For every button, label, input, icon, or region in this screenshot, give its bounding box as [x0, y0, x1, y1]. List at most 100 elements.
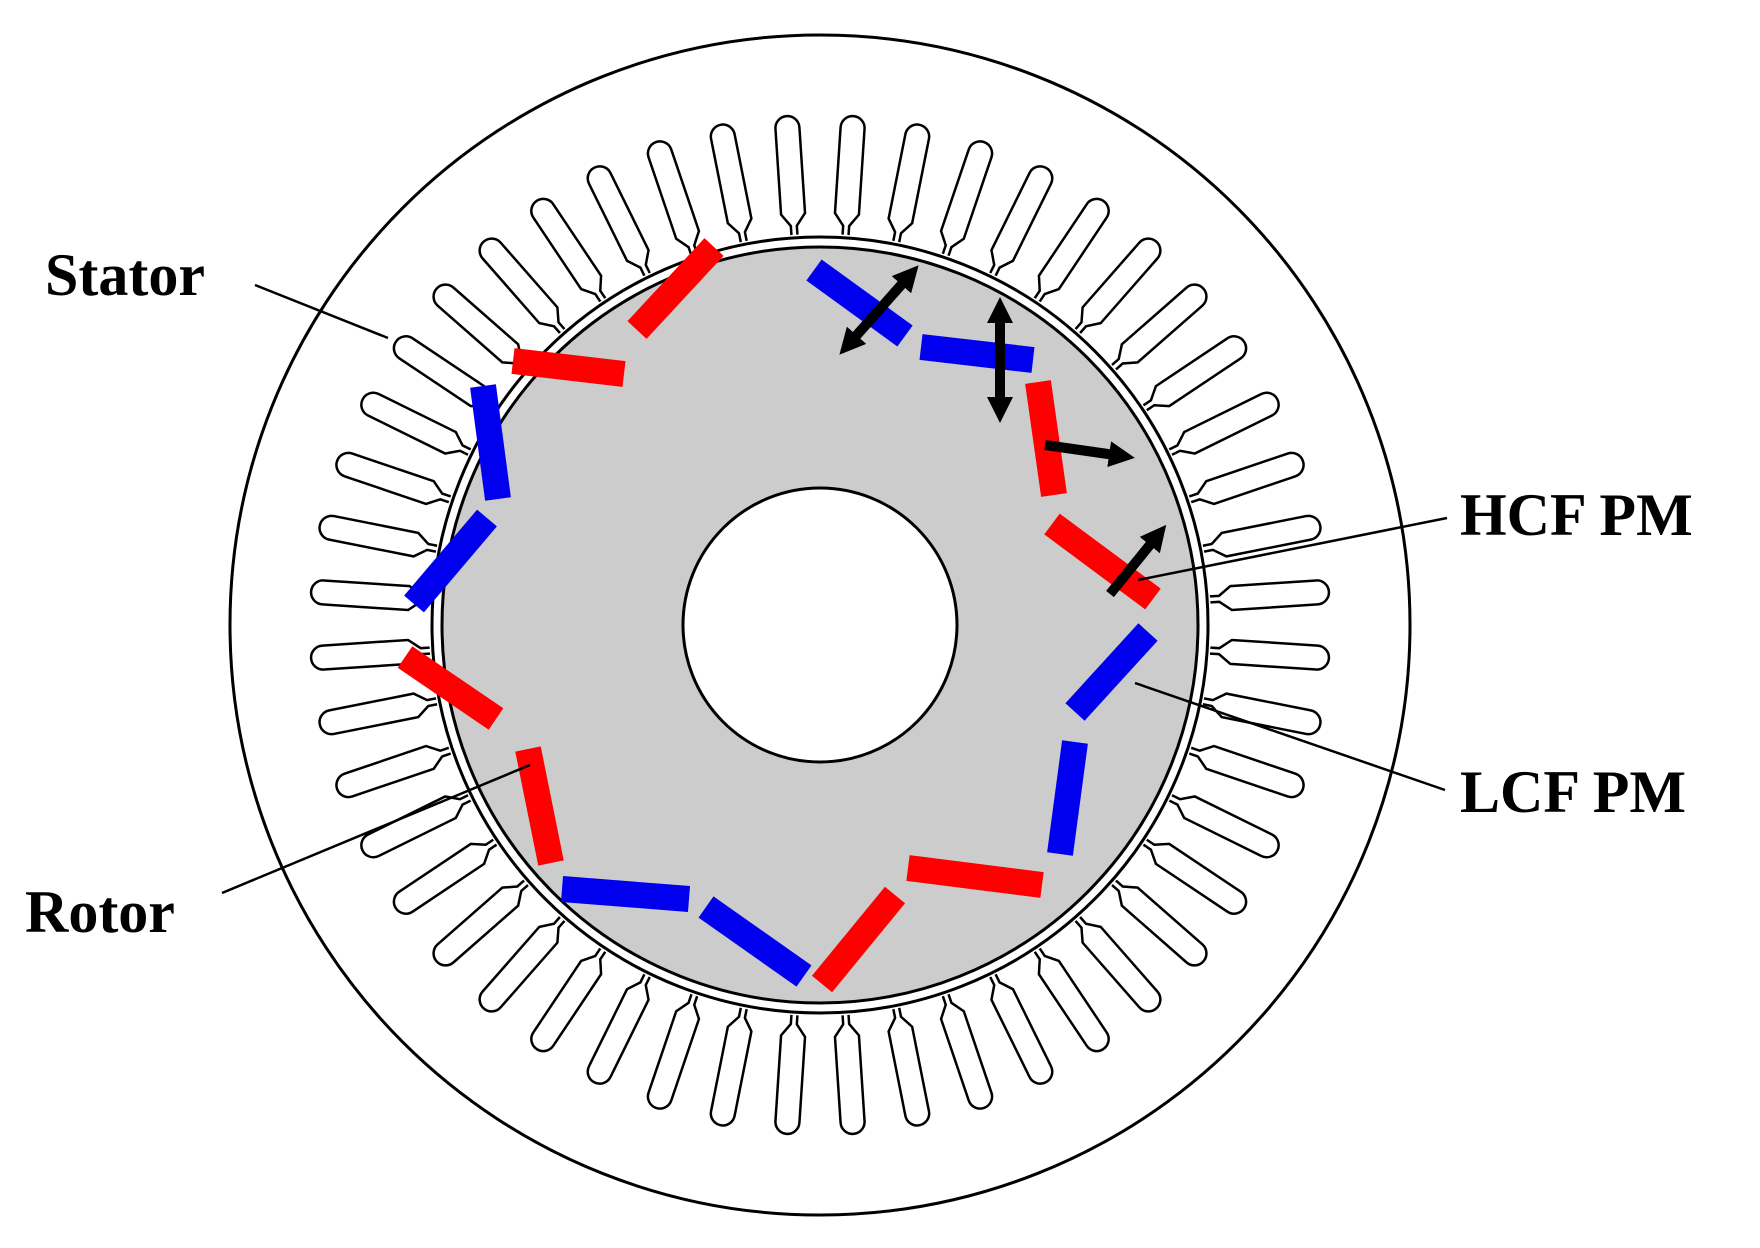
lcf-pm-magnet	[404, 509, 497, 613]
stator-slot-outline	[530, 947, 607, 1053]
stator-slot	[709, 123, 753, 243]
stator-slot	[432, 283, 529, 371]
stator-slot-outline	[478, 237, 566, 334]
hcf-pm-magnet	[906, 855, 1044, 898]
stator-slot	[887, 123, 931, 243]
stator-slot-outline	[360, 794, 472, 859]
stator-slot-outline	[989, 973, 1054, 1085]
stator-slot-outline	[1168, 391, 1280, 456]
stator-slot	[1188, 451, 1305, 506]
stator-slot	[360, 391, 472, 456]
stator-slot-outline	[1188, 744, 1305, 799]
lcf-pm-label: LCF PM	[1460, 759, 1686, 825]
stator-slot	[1033, 947, 1110, 1053]
stator-slot	[833, 1014, 866, 1136]
stator-slot-outline	[1202, 692, 1322, 736]
stator-slot-outline	[335, 451, 452, 506]
stator-slot	[586, 165, 651, 277]
stator-slot	[530, 947, 607, 1053]
stator-slot	[318, 692, 438, 736]
stator-slot	[709, 1007, 753, 1127]
hcf-pm-magnet	[397, 646, 504, 730]
stator-slot-outline	[1033, 947, 1110, 1053]
stator-slot-outline	[989, 165, 1054, 277]
stator-slot-outline	[709, 1007, 753, 1127]
lcf-pm-magnet	[1065, 623, 1158, 721]
lcf-pm-magnet	[1047, 740, 1088, 856]
stator-slot-outline	[774, 1014, 807, 1136]
stator-slot	[939, 140, 994, 257]
hcf-pm-magnet	[811, 886, 906, 993]
stator-slot-outline	[1074, 916, 1162, 1013]
stator-slot-outline	[1188, 451, 1305, 506]
stator-slot-outline	[1209, 579, 1331, 612]
stator-slot-outline	[318, 692, 438, 736]
stator-slot-outline	[833, 1014, 866, 1136]
stator-slot	[1074, 237, 1162, 334]
stator-slot-outline	[774, 114, 807, 236]
stator-slot-outline	[432, 283, 529, 371]
stator-slot-outline	[1142, 335, 1248, 412]
stator-slot-outline	[318, 514, 438, 558]
stator-slot	[1142, 335, 1248, 412]
stator-slot	[360, 794, 472, 859]
stator-slot	[989, 973, 1054, 1085]
stator-leader-line	[254, 283, 389, 340]
stator-slot-outline	[432, 879, 529, 967]
stator-slot	[774, 114, 807, 236]
stator-slot	[1209, 579, 1331, 612]
stator-slot	[478, 916, 566, 1013]
stator-slot	[1168, 794, 1280, 859]
stator-slot	[1202, 692, 1322, 736]
stator-slot	[1142, 838, 1248, 915]
stator-slot-outline	[833, 114, 866, 236]
stator-slot	[646, 993, 701, 1110]
stator-slot	[887, 1007, 931, 1127]
stator-slot-outline	[709, 123, 753, 243]
stator-slot	[939, 993, 994, 1110]
stator-slot-outline	[586, 165, 651, 277]
hcf-pm-magnet	[511, 348, 626, 387]
stator-slot	[478, 237, 566, 334]
stator-slot-outline	[1168, 794, 1280, 859]
magnetization-arrows	[839, 265, 1167, 598]
stator-slot	[774, 1014, 807, 1136]
stator-slot-outline	[1033, 197, 1110, 303]
stator-slot-outline	[309, 579, 431, 612]
lcf-pm-magnet	[698, 896, 812, 987]
lcf-pm-magnet	[470, 384, 511, 501]
stator-slot	[335, 744, 452, 799]
stator-slot-outline	[392, 838, 498, 915]
lcf-pm-magnet	[560, 876, 691, 912]
hcf-pm-magnet	[627, 238, 724, 339]
stator-slot-outline	[309, 638, 431, 671]
magnetization-arrow	[1044, 440, 1135, 468]
lcf-pm-leader-line	[1134, 681, 1446, 792]
stator-slots	[309, 114, 1331, 1136]
stator-bore-circle	[430, 235, 1210, 1015]
hcf-pm-magnet	[1044, 513, 1161, 610]
shaft-hole	[681, 486, 959, 764]
stator-slot-outline	[646, 993, 701, 1110]
rotor-leader-line	[221, 763, 531, 895]
stator-slot-outline	[1142, 838, 1248, 915]
stator-slot-outline	[1209, 638, 1331, 671]
stator-slot	[1111, 283, 1208, 371]
stator-label: Stator	[45, 242, 205, 308]
stator-slot	[1202, 514, 1322, 558]
stator-slot	[833, 114, 866, 236]
stator-slot-outline	[1111, 879, 1208, 967]
stator-slot	[309, 638, 431, 671]
rotor-label: Rotor	[25, 879, 175, 945]
stator-slot-outline	[530, 197, 607, 303]
stator-slot	[432, 879, 529, 967]
stator-slot	[530, 197, 607, 303]
stator-slot	[1033, 197, 1110, 303]
hcf-pm-leader-line	[1137, 516, 1448, 582]
hcf-pm-magnet	[1025, 380, 1067, 497]
stator-slot-outline	[586, 973, 651, 1085]
stator-slot-outline	[939, 140, 994, 257]
stator-slot	[1209, 638, 1331, 671]
stator-slot-outline	[646, 140, 701, 257]
